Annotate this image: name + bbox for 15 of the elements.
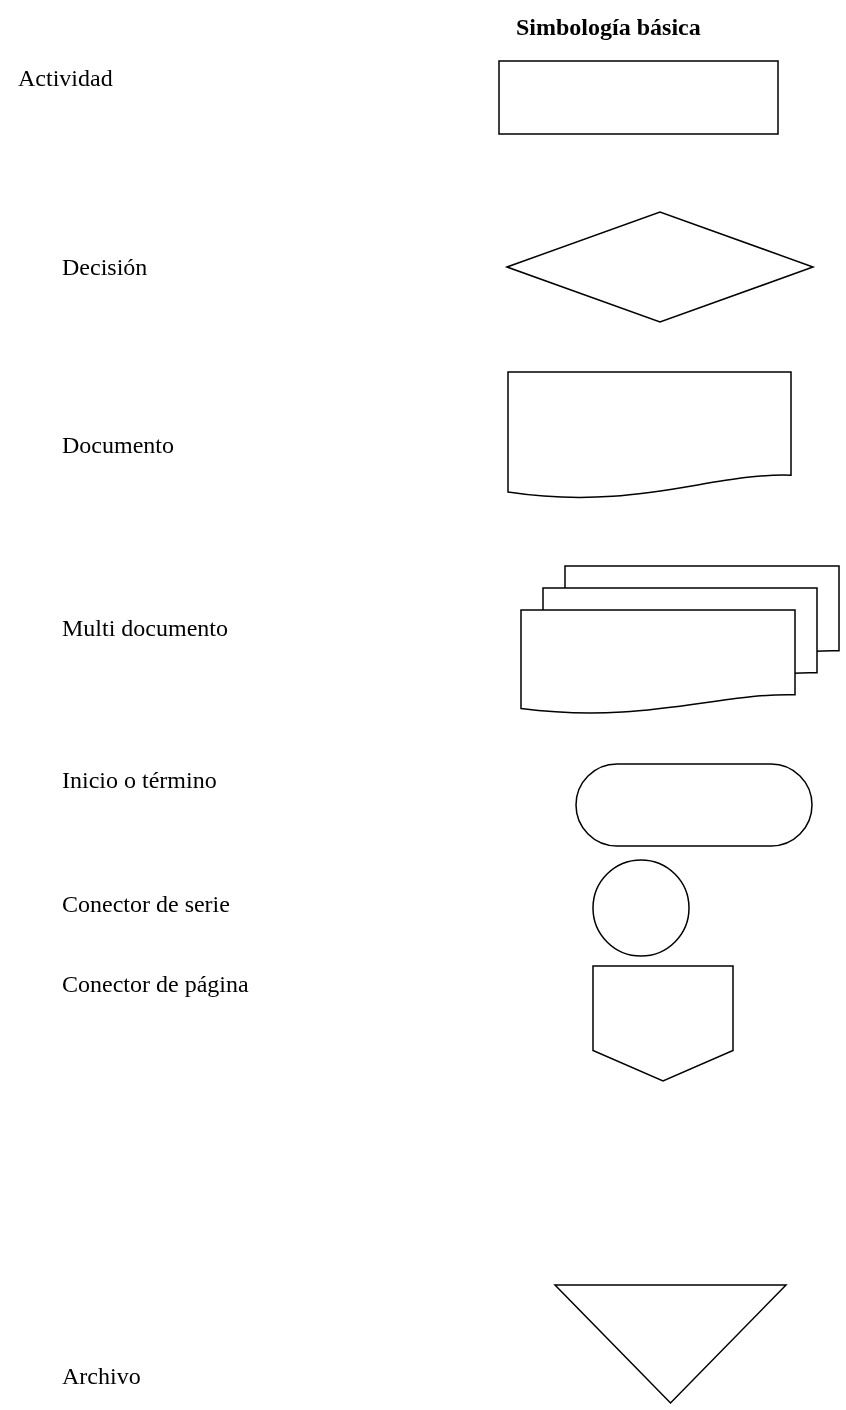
symbol-name: Documento bbox=[62, 431, 174, 460]
symbol-name: Decisión bbox=[62, 253, 148, 282]
symbol-name: Archivo bbox=[62, 1362, 141, 1391]
symbol-name: Inicio o término bbox=[62, 766, 217, 795]
symbol-name: Multi documento bbox=[62, 614, 228, 643]
file-triangle bbox=[554, 1284, 787, 1404]
symbol-name: Actividad bbox=[18, 64, 113, 93]
terminator-symbol bbox=[575, 763, 813, 847]
activity-rectangle bbox=[498, 60, 779, 135]
off-page-connector bbox=[592, 965, 734, 1082]
decision-diamond bbox=[506, 211, 814, 323]
symbol-name: Conector de página bbox=[62, 970, 249, 999]
title: Simbología básica bbox=[516, 14, 701, 41]
symbol-name: Conector de serie bbox=[62, 890, 230, 919]
connector-circle bbox=[592, 859, 690, 957]
